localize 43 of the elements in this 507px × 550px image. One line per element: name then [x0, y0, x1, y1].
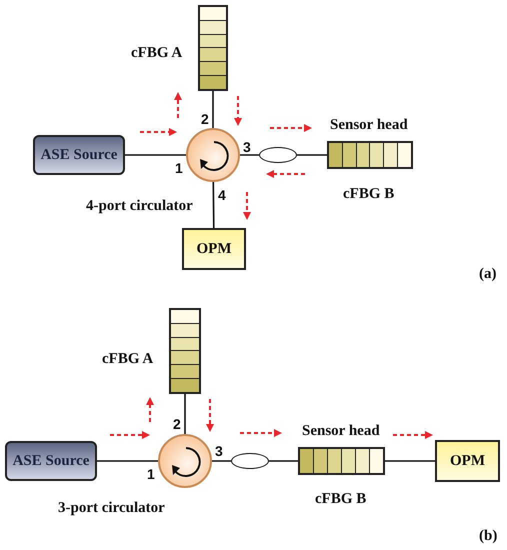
- fiber-line: [212, 460, 231, 462]
- port-number: 3: [243, 139, 251, 155]
- source-box: [5, 441, 97, 481]
- component-label: Sensor head: [330, 116, 408, 134]
- fiber-line: [240, 154, 259, 156]
- port-number: 2: [173, 416, 181, 432]
- fiber-line: [212, 182, 215, 228]
- grating-bar: [169, 308, 201, 394]
- component-label: 3-port circulator: [58, 499, 165, 517]
- port-number: 3: [215, 443, 223, 459]
- panel-label: (a): [479, 266, 496, 282]
- grating-bar: [327, 141, 413, 169]
- component-label: cFBG B: [315, 490, 366, 508]
- meter-box: [182, 228, 246, 270]
- fiber-line: [97, 460, 158, 462]
- box-label: ASE Source: [40, 146, 118, 164]
- port-number: 1: [175, 160, 183, 176]
- component-label: cFBG A: [131, 44, 182, 62]
- fiber-loop: [231, 453, 269, 469]
- circulator-circle: [186, 128, 240, 182]
- port-number: 1: [147, 466, 155, 482]
- component-label: cFBG A: [102, 350, 154, 368]
- component-label: Sensor head: [302, 422, 380, 440]
- box-label: ASE Source: [12, 452, 90, 470]
- port-number: 4: [218, 187, 226, 203]
- fiber-loop: [259, 147, 297, 163]
- component-label: cFBG B: [343, 185, 394, 203]
- component-label: 4-port circulator: [86, 197, 193, 215]
- port-number: 2: [201, 111, 209, 127]
- fiber-line: [385, 460, 435, 462]
- fiber-line: [297, 154, 327, 156]
- box-label: OPM: [450, 452, 485, 470]
- fiber-line: [269, 460, 298, 462]
- grating-bar: [198, 5, 228, 91]
- fiber-line: [125, 154, 186, 156]
- box-label: OPM: [196, 240, 232, 258]
- circulator-circle: [158, 434, 212, 488]
- source-box: [33, 135, 125, 175]
- fiber-line: [212, 91, 214, 128]
- grating-bar: [298, 447, 385, 475]
- fiber-line: [184, 394, 186, 434]
- panel-label: (b): [479, 528, 498, 544]
- meter-box: [435, 440, 500, 482]
